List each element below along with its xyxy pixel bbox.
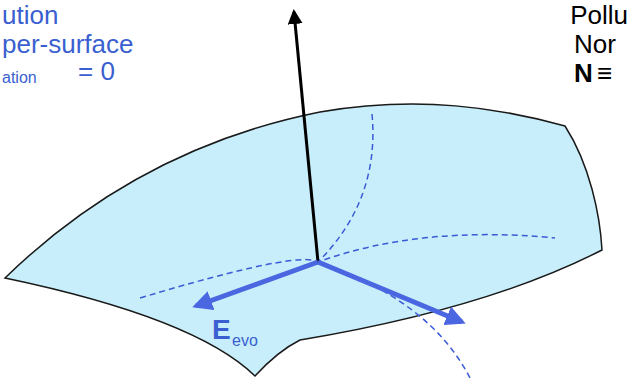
side-note: Pollu bbox=[570, 2, 628, 28]
title-fragment: per-surface bbox=[2, 31, 134, 57]
vector-symbol: E bbox=[212, 316, 231, 344]
dashed-curve bbox=[140, 235, 555, 298]
subscript: ation bbox=[2, 70, 37, 86]
equation-part: ≡ bbox=[597, 60, 612, 86]
equation-part: = 0 bbox=[78, 58, 115, 84]
title-fragment: ution bbox=[2, 2, 58, 28]
dashed-curve bbox=[318, 114, 373, 262]
dashed-curve bbox=[318, 262, 470, 378]
normal-arrow bbox=[294, 12, 318, 262]
tangent-arrow bbox=[196, 262, 318, 306]
side-note: Nor bbox=[574, 31, 616, 57]
subscript: evo bbox=[232, 333, 258, 349]
hyper-surface bbox=[5, 104, 602, 376]
vector-symbol: N bbox=[574, 60, 593, 86]
tangent-arrow bbox=[318, 262, 462, 322]
